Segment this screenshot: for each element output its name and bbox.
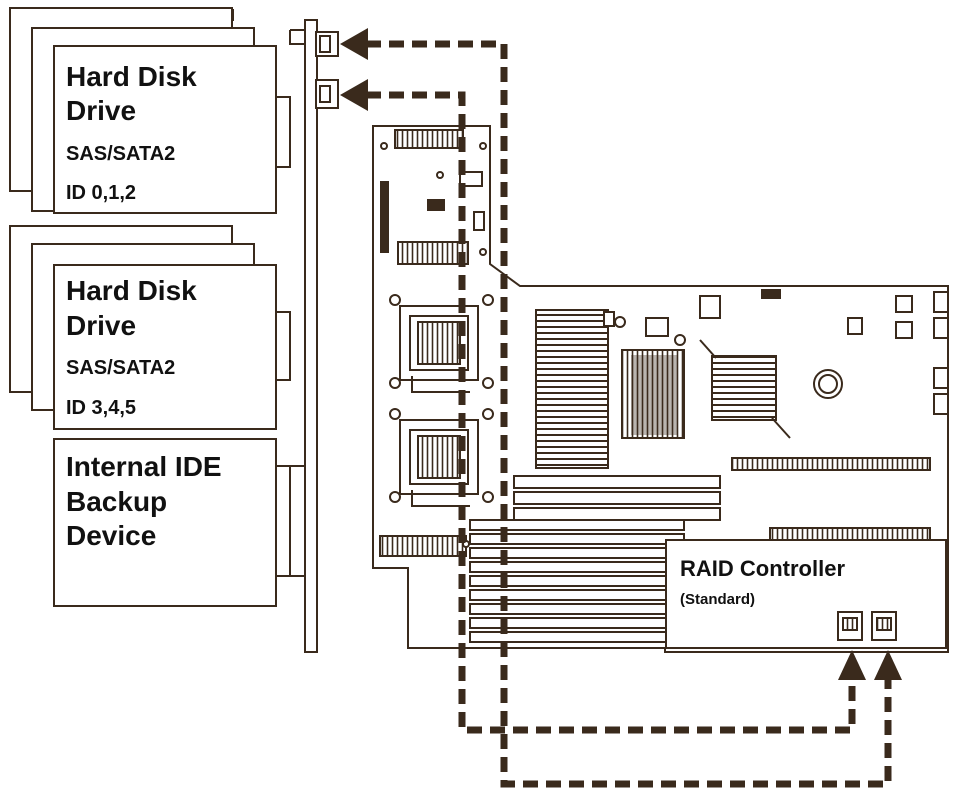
hdd-connector-2 [276,312,290,380]
power-connector [395,130,463,148]
hdd1-title-line2: Drive [66,94,136,128]
hdd1-ids: ID 0,1,2 [66,180,136,206]
backup-device-line2: Backup [66,485,167,519]
hdd1-title-line1: Hard Disk [66,60,197,94]
hdd2-title-line2: Drive [66,309,136,343]
hdd-cage-2 [10,226,290,429]
hdd2-title-line1: Hard Disk [66,274,197,308]
hdd2-interface: SAS/SATA2 [66,355,175,381]
cpu-socket-1 [390,295,493,392]
southbridge-heatsink [712,356,776,420]
cpu-socket-2 [390,409,493,506]
raid-controller-subtitle: (Standard) [680,590,755,610]
chipset-heatsink [536,310,608,468]
hdd-cage-1 [10,8,290,213]
hdd2-ids: ID 3,4,5 [66,395,136,421]
backup-device-line3: Device [66,519,156,553]
hdd1-interface: SAS/SATA2 [66,141,175,167]
backplane [290,20,338,652]
hdd-connector-1 [276,97,290,167]
backup-device-line1: Internal IDE [66,450,222,484]
raid-controller-title: RAID Controller [680,556,845,582]
